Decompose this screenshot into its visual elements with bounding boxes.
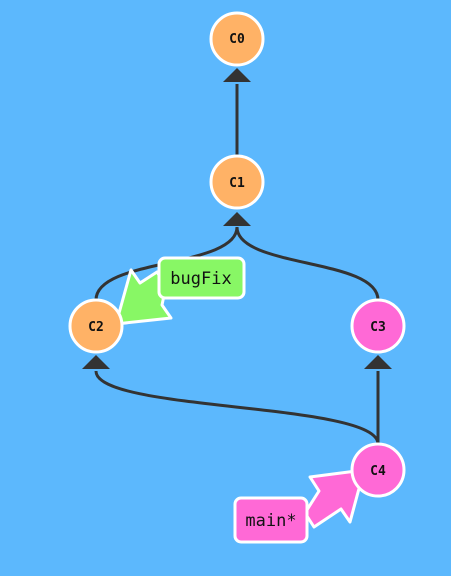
arrowhead-c0 <box>223 68 251 82</box>
edge-c4-to-c2 <box>94 370 380 445</box>
edge-c3-to-c1 <box>235 226 380 301</box>
bugfix-branch-tag[interactable] <box>157 256 246 300</box>
branch-labels-layer: bugFix main* <box>157 256 309 544</box>
commit-c0-circle[interactable] <box>209 11 265 67</box>
commits-layer: C0 C1 C2 C3 C4 <box>68 11 406 498</box>
edges-layer <box>94 84 380 445</box>
bugfix-branch-label: bugFix <box>170 269 231 289</box>
commit-c2-circle[interactable] <box>68 298 124 354</box>
bugfix-branch-arrow <box>114 268 173 326</box>
arrowhead-c2 <box>82 355 110 369</box>
commit-c2-label: C2 <box>88 320 104 335</box>
commit-c1-circle[interactable] <box>209 154 265 210</box>
arrowhead-c3 <box>364 355 392 369</box>
main-branch-arrow <box>303 468 366 529</box>
commit-c0-label: C0 <box>229 32 245 47</box>
commit-c4-label: C4 <box>370 464 386 479</box>
commit-node[interactable]: C4 <box>350 442 406 498</box>
commit-c3-circle[interactable] <box>350 298 406 354</box>
branch-arrows-layer <box>114 268 366 529</box>
commit-c3-label: C3 <box>370 320 386 335</box>
arrowheads-layer <box>82 68 392 369</box>
commit-node[interactable]: C3 <box>350 298 406 354</box>
commit-node[interactable]: C0 <box>209 11 265 67</box>
main-branch-tag[interactable] <box>233 496 309 544</box>
commit-c1-label: C1 <box>229 176 245 191</box>
commit-node[interactable]: C2 <box>68 298 124 354</box>
arrowhead-c1 <box>223 212 251 226</box>
main-branch-label: main* <box>245 511 296 531</box>
commit-c4-circle[interactable] <box>350 442 406 498</box>
branch-tag-main[interactable]: main* <box>233 496 309 544</box>
branch-tag-bugfix[interactable]: bugFix <box>157 256 246 300</box>
commit-node[interactable]: C1 <box>209 154 265 210</box>
